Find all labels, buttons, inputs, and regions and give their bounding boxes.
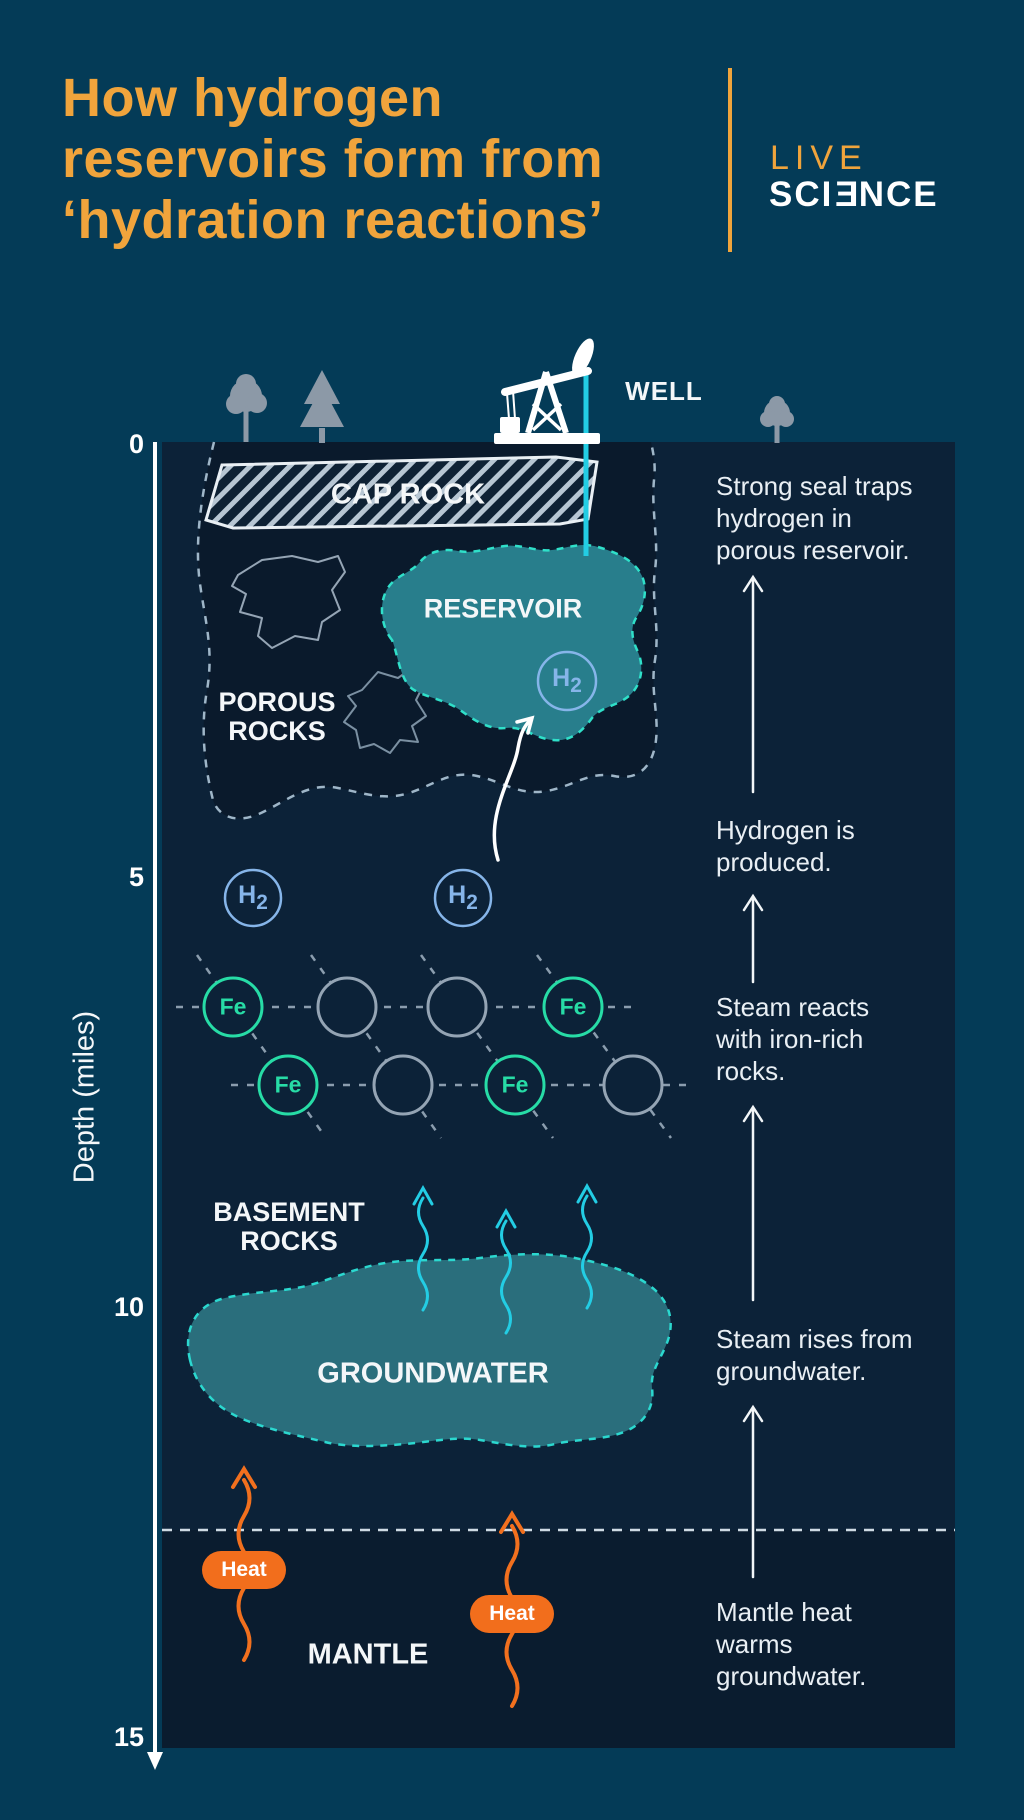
basement-rocks-label: BASEMENT ROCKS — [213, 1196, 365, 1256]
tick-5: 5 — [128, 862, 144, 892]
mirrored-e: E — [833, 175, 859, 214]
groundwater-label: GROUNDWATER — [317, 1357, 549, 1390]
deciduous-tree-icon — [226, 374, 267, 442]
reservoir-label: RESERVOIR — [423, 593, 583, 624]
annotation-steam-reacts: Steam reacts with iron-rich rocks. — [716, 992, 870, 1086]
well-label: WELL — [625, 375, 703, 406]
annotation-mantle-heat: Mantle heat warms groundwater. — [716, 1597, 867, 1691]
small-tree-icon — [760, 396, 794, 443]
pumpjack-icon — [494, 338, 600, 444]
cap-rock-label: CAP ROCK — [330, 478, 486, 511]
page-title: How hydrogen reservoirs form from ‘hydra… — [62, 68, 604, 250]
h2-label-right: H2 — [448, 880, 478, 914]
porous-rocks-label: POROUS ROCKS — [218, 686, 336, 746]
tick-15: 15 — [113, 1722, 144, 1752]
cap-rock-band — [204, 455, 599, 530]
header-divider — [728, 68, 732, 252]
depth-axis — [147, 442, 163, 1770]
fe-label-4: Fe — [501, 1071, 529, 1098]
fe-label-1: Fe — [219, 993, 247, 1020]
fe-label-3: Fe — [274, 1071, 302, 1098]
mantle-band — [162, 1530, 955, 1748]
annotation-hydrogen: Hydrogen is produced. — [716, 815, 855, 877]
hydrogen-rise-arrow — [492, 715, 535, 862]
tick-0: 0 — [128, 429, 144, 459]
steam-arrows — [412, 1182, 598, 1335]
logo-science: SCIENCE — [769, 175, 939, 214]
axis-title: Depth (miles) — [68, 1010, 101, 1184]
groundwater-blob — [186, 1253, 672, 1448]
logo-live: LIVE — [770, 139, 868, 177]
annotation-steam-rises: Steam rises from groundwater. — [716, 1324, 913, 1386]
annotation-seal: Strong seal traps hydrogen in porous res… — [716, 471, 913, 565]
iron-lattice — [176, 954, 694, 1139]
tree-icons — [226, 370, 794, 443]
mantle-label: MANTLE — [307, 1638, 429, 1671]
tick-10: 10 — [113, 1292, 144, 1322]
heat-pill-right: Heat — [470, 1595, 554, 1633]
heat-pill-left: Heat — [202, 1551, 286, 1589]
fe-label-2: Fe — [559, 993, 587, 1020]
h2-label-left: H2 — [238, 880, 268, 914]
h2-label-reservoir: H2 — [552, 663, 582, 697]
annotation-arrows — [742, 574, 764, 1579]
pine-tree-icon — [300, 370, 344, 443]
hydrogen-circles — [223, 650, 598, 928]
reservoir-blob — [380, 543, 647, 742]
